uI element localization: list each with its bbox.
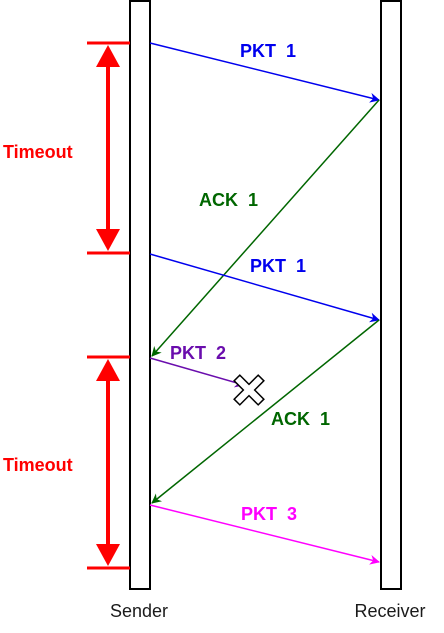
receiver-lifeline bbox=[380, 0, 402, 590]
timeout-bracket-1 bbox=[87, 41, 130, 255]
ack1-arrow bbox=[151, 99, 380, 357]
timeout-label-2: Timeout bbox=[3, 455, 73, 475]
pkt2-label: PKT 2 bbox=[170, 343, 226, 363]
pkt1-retransmit-label: PKT 1 bbox=[250, 256, 306, 276]
ack1-second-label: ACK 1 bbox=[271, 409, 330, 429]
pkt1-retransmit-arrow bbox=[149, 253, 380, 323]
pkt1-arrow bbox=[149, 42, 380, 103]
ack1-second-arrow bbox=[151, 319, 380, 504]
timeout-bracket-2 bbox=[87, 355, 130, 570]
receiver-label: Receiver bbox=[354, 601, 425, 621]
pkt1-label: PKT 1 bbox=[240, 41, 296, 61]
pkt3-label: PKT 3 bbox=[241, 504, 297, 524]
sender-label: Sender bbox=[110, 601, 168, 621]
sender-lifeline bbox=[129, 0, 151, 590]
pkt3-arrow bbox=[149, 504, 380, 565]
pkt2-arrow bbox=[149, 357, 245, 388]
ack1-label: ACK 1 bbox=[199, 190, 258, 210]
cross-icon bbox=[233, 374, 265, 406]
timeout-label-1: Timeout bbox=[3, 142, 73, 162]
